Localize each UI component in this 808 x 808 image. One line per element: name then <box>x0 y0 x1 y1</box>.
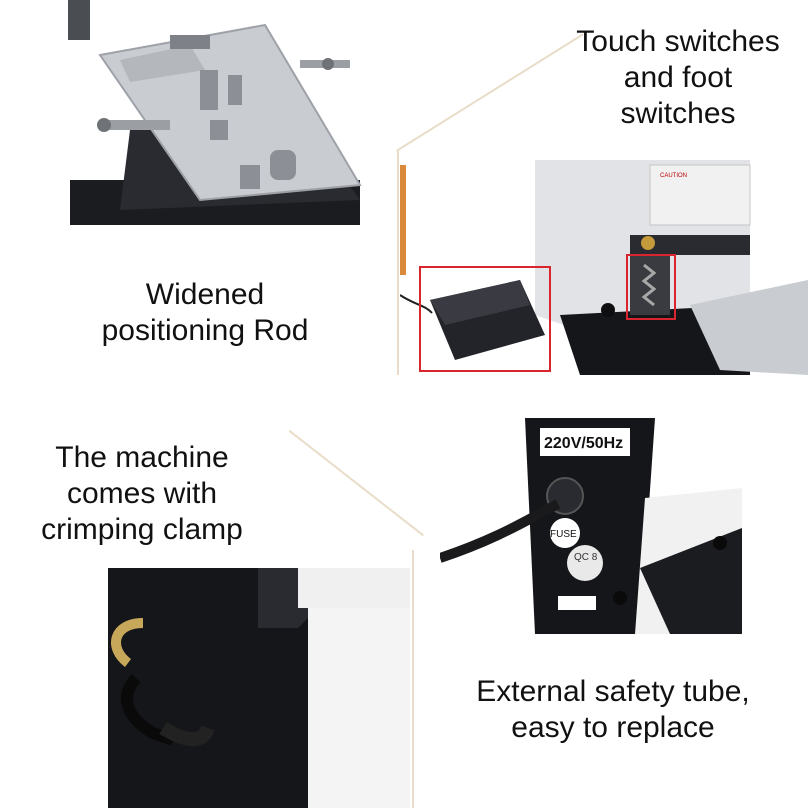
touch-switch-icon: CAUTION <box>400 155 808 375</box>
caption-touch-and-foot-switches: Touch switches and foot switches <box>576 25 780 130</box>
foot-pedal-icon <box>420 267 550 371</box>
positioning-rod-icon <box>60 0 370 230</box>
voltage-label: 220V/50Hz <box>544 435 623 452</box>
safety-tube-photo: 220V/50Hz FUSE QC 8 <box>440 418 742 634</box>
caption-widened-positioning-rod: Widened positioning Rod <box>101 278 309 347</box>
svg-text:CAUTION: CAUTION <box>660 173 687 179</box>
foot-switch-photo: CAUTION <box>400 155 808 375</box>
frame-line-vertical-top <box>397 150 399 375</box>
crimping-clamp-photo <box>108 568 410 808</box>
positioning-rod-photo <box>60 0 370 230</box>
caption-external-safety-tube: External safety tube, easy to replace <box>476 675 750 744</box>
safety-tube-icon: 220V/50Hz FUSE QC 8 <box>440 418 742 634</box>
qc-label: QC 8 <box>574 552 598 563</box>
fuse-label: FUSE <box>550 529 577 540</box>
caption-crimping-clamp: The machine comes with crimping clamp <box>41 441 243 546</box>
crimping-clamp-icon <box>108 568 410 808</box>
frame-line-vertical-bottom <box>412 550 414 808</box>
frame-line-diagonal-bottom <box>288 430 424 537</box>
